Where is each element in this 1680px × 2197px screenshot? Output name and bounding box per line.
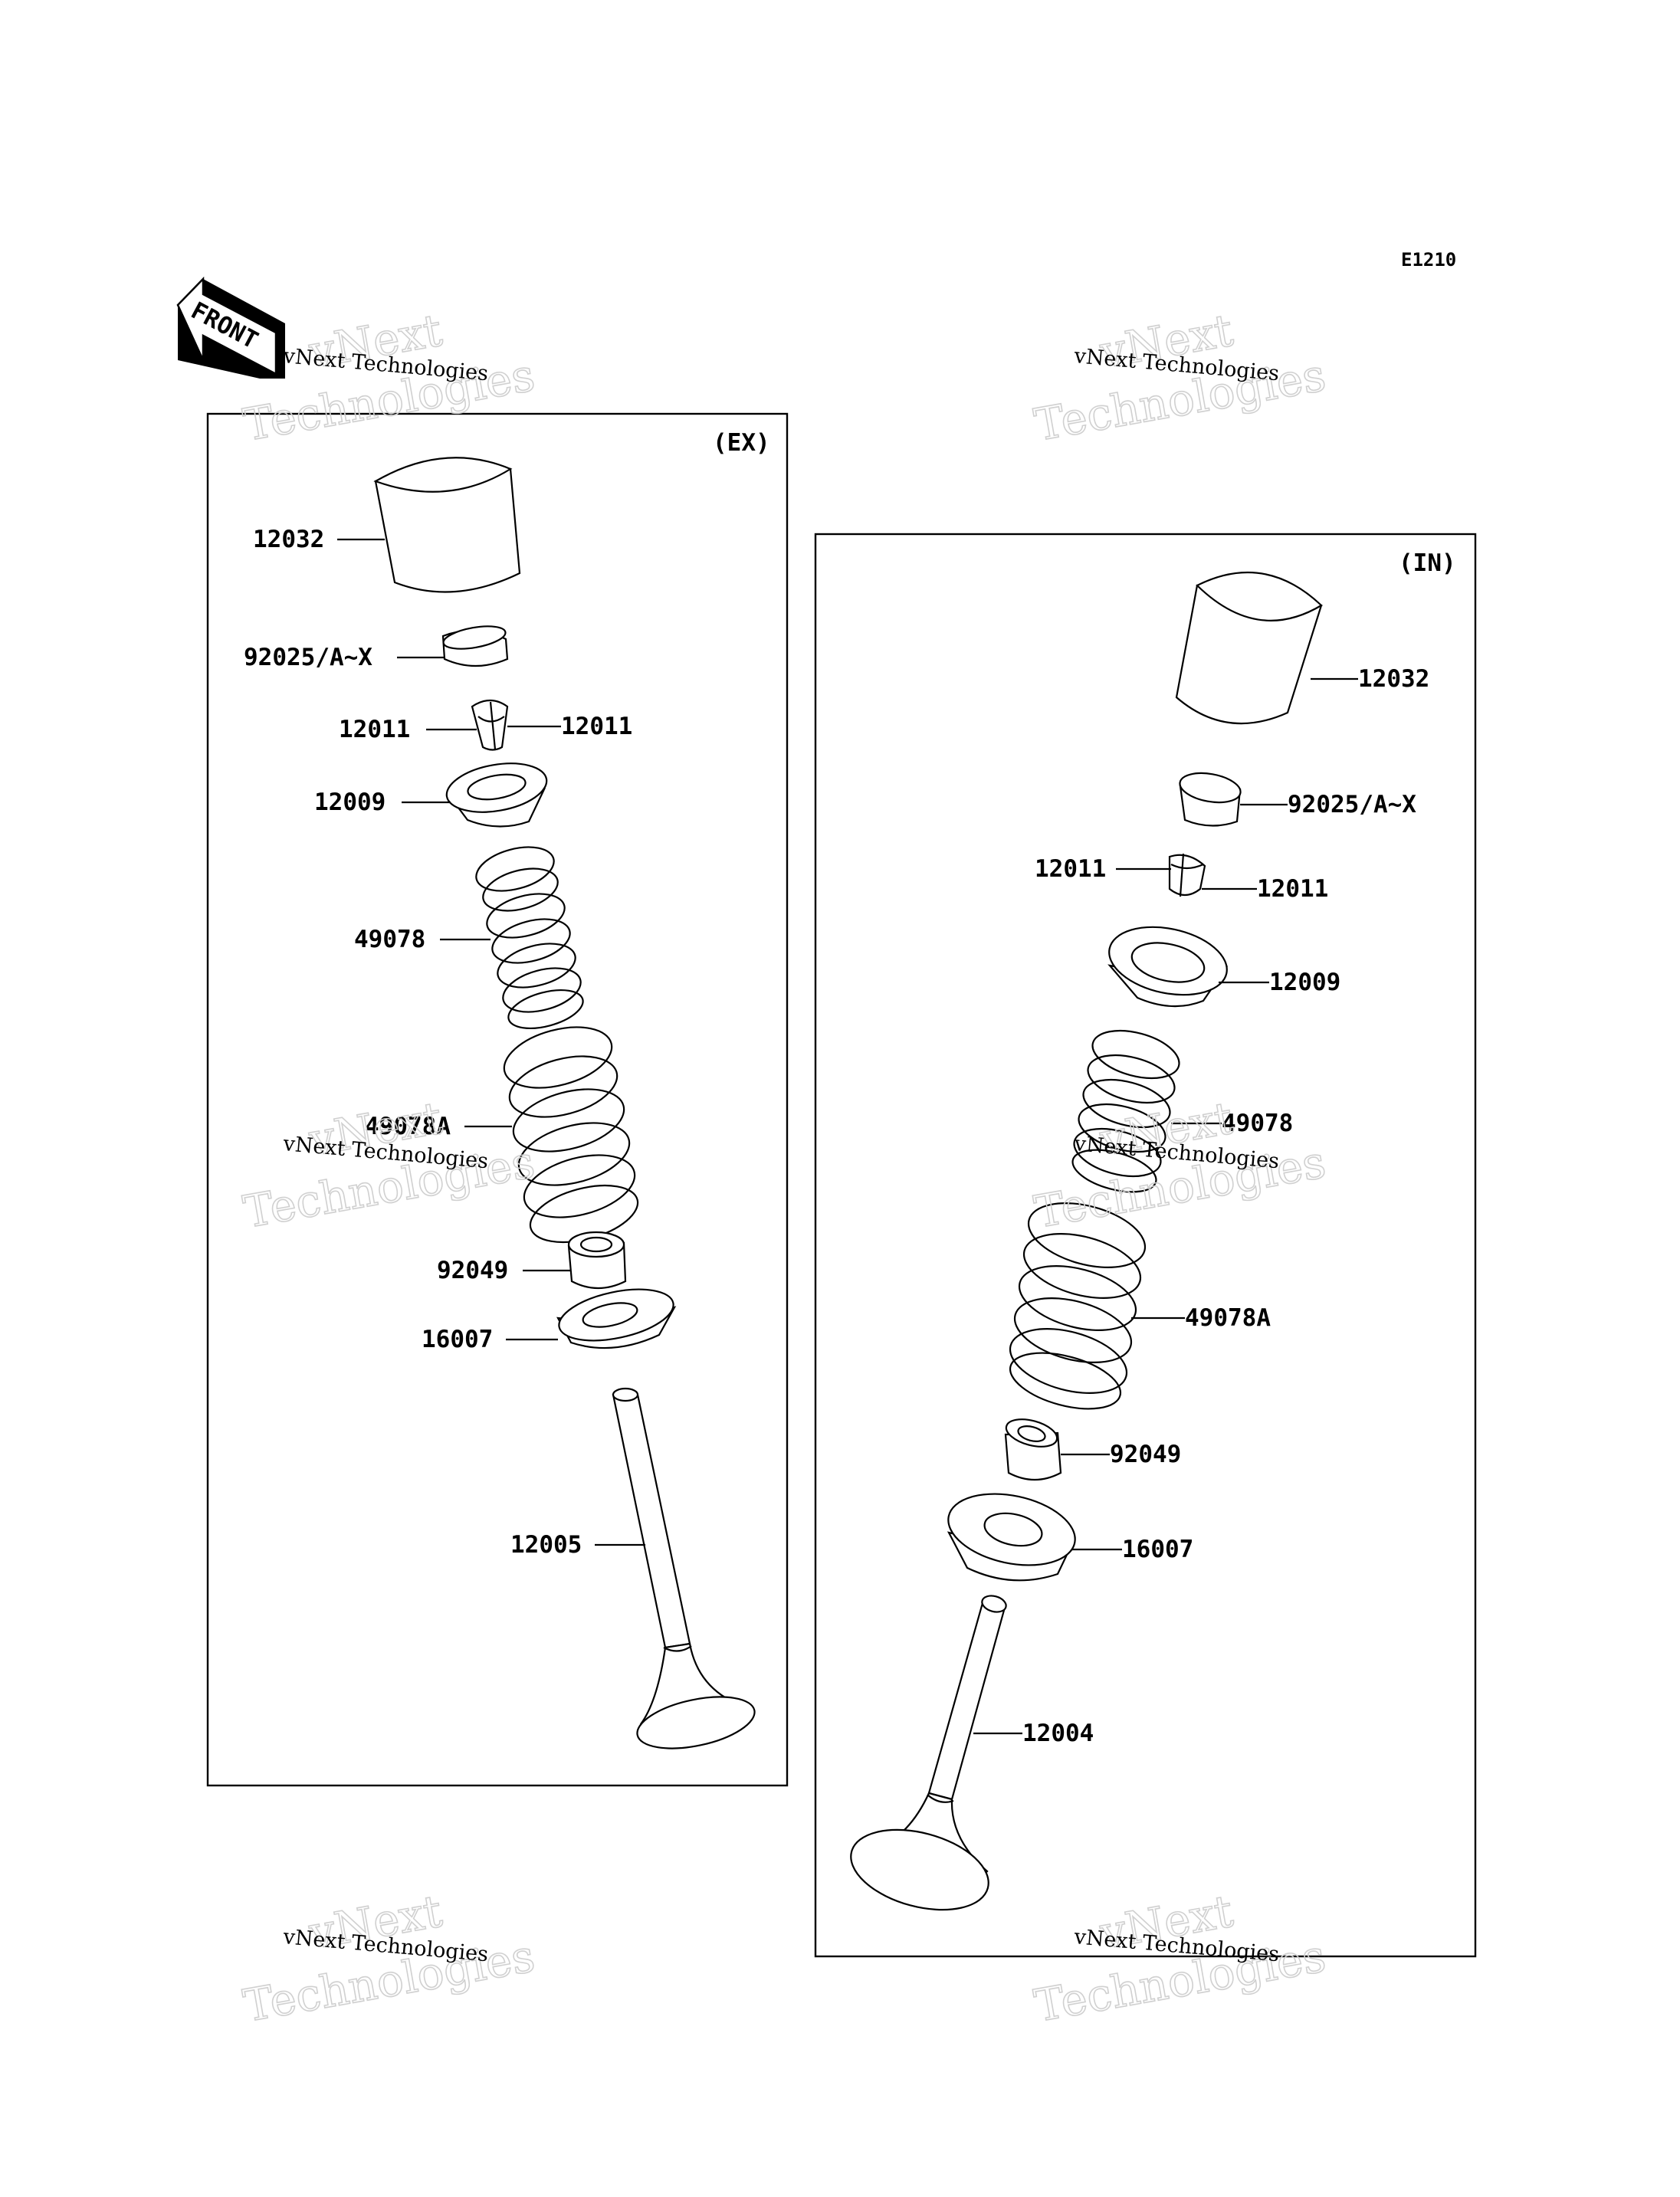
intake-panel: (IN) 12032 92025/A~X 12011 12011 [814, 533, 1477, 1958]
ex-retainer-part [445, 762, 548, 828]
ex-shim-part [441, 625, 509, 667]
watermark-top-right: vNext Technologies vNext Technologies [1030, 303, 1330, 452]
watermark-mid-left: vNext Technologies vNext Technologies [239, 1091, 539, 1239]
in-valve-seal-label: 92049 [1110, 1441, 1181, 1468]
ex-valve-label: 12005 [510, 1531, 582, 1559]
ex-valve-seal-part [567, 1231, 627, 1289]
in-shim-label: 92025/A~X [1288, 791, 1416, 818]
ex-shim-label: 92025/A~X [244, 644, 372, 671]
ex-valve-part [612, 1387, 756, 1749]
watermark-bottom-left: vNext Technologies vNext Technologies [239, 1884, 539, 2033]
ex-keepers-part [471, 699, 509, 751]
exhaust-panel-frame [206, 412, 789, 1787]
exhaust-panel-tag: (EX) [713, 429, 770, 457]
in-keepers-part [1168, 853, 1206, 897]
in-inner-spring-part [1071, 1029, 1180, 1193]
exhaust-panel: (EX) 12032 92025/A~X 12011 12011 [206, 412, 789, 1787]
ex-spring-seat-label: 16007 [422, 1326, 493, 1353]
in-keeper-left-label: 12011 [1035, 855, 1106, 883]
in-tappet-label: 12032 [1358, 665, 1429, 693]
intake-panel-tag: (IN) [1399, 549, 1456, 577]
ex-keeper-right-label: 12011 [561, 713, 632, 740]
in-shim-part [1179, 772, 1242, 827]
in-inner-spring-label: 49078 [1222, 1110, 1293, 1137]
ex-outer-spring-label: 49078A [365, 1113, 451, 1140]
watermark-top-left: vNext Technologies vNext Technologies [239, 303, 539, 452]
front-arrow-icon: FRONT [176, 276, 285, 379]
in-retainer-label: 12009 [1269, 969, 1340, 996]
in-spring-seat-label: 16007 [1122, 1536, 1193, 1563]
ex-outer-spring-part [503, 1026, 639, 1244]
in-tappet-part [1175, 572, 1323, 725]
ex-retainer-label: 12009 [314, 789, 386, 816]
in-outer-spring-label: 49078A [1185, 1304, 1271, 1332]
in-retainer-part [1107, 926, 1229, 1008]
in-keeper-right-label: 12011 [1257, 875, 1328, 903]
diagram-code: E1210 [1401, 249, 1456, 271]
intake-panel-frame [814, 533, 1477, 1958]
ex-tappet-part [373, 457, 521, 593]
ex-tappet-label: 12032 [253, 526, 324, 553]
ex-inner-spring-part [475, 846, 584, 1029]
ex-valve-seal-label: 92049 [437, 1257, 508, 1284]
ex-spring-seat-part [556, 1288, 677, 1349]
in-valve-label: 12004 [1022, 1720, 1094, 1747]
in-valve-part [850, 1595, 1007, 1911]
in-valve-seal-part [1004, 1418, 1062, 1481]
watermark-bottom-right: vNext Technologies vNext Technologies [1030, 1884, 1330, 2033]
ex-keeper-left-label: 12011 [339, 716, 410, 743]
in-outer-spring-part [1009, 1202, 1147, 1410]
in-spring-seat-part [947, 1493, 1076, 1582]
ex-inner-spring-label: 49078 [354, 926, 425, 953]
